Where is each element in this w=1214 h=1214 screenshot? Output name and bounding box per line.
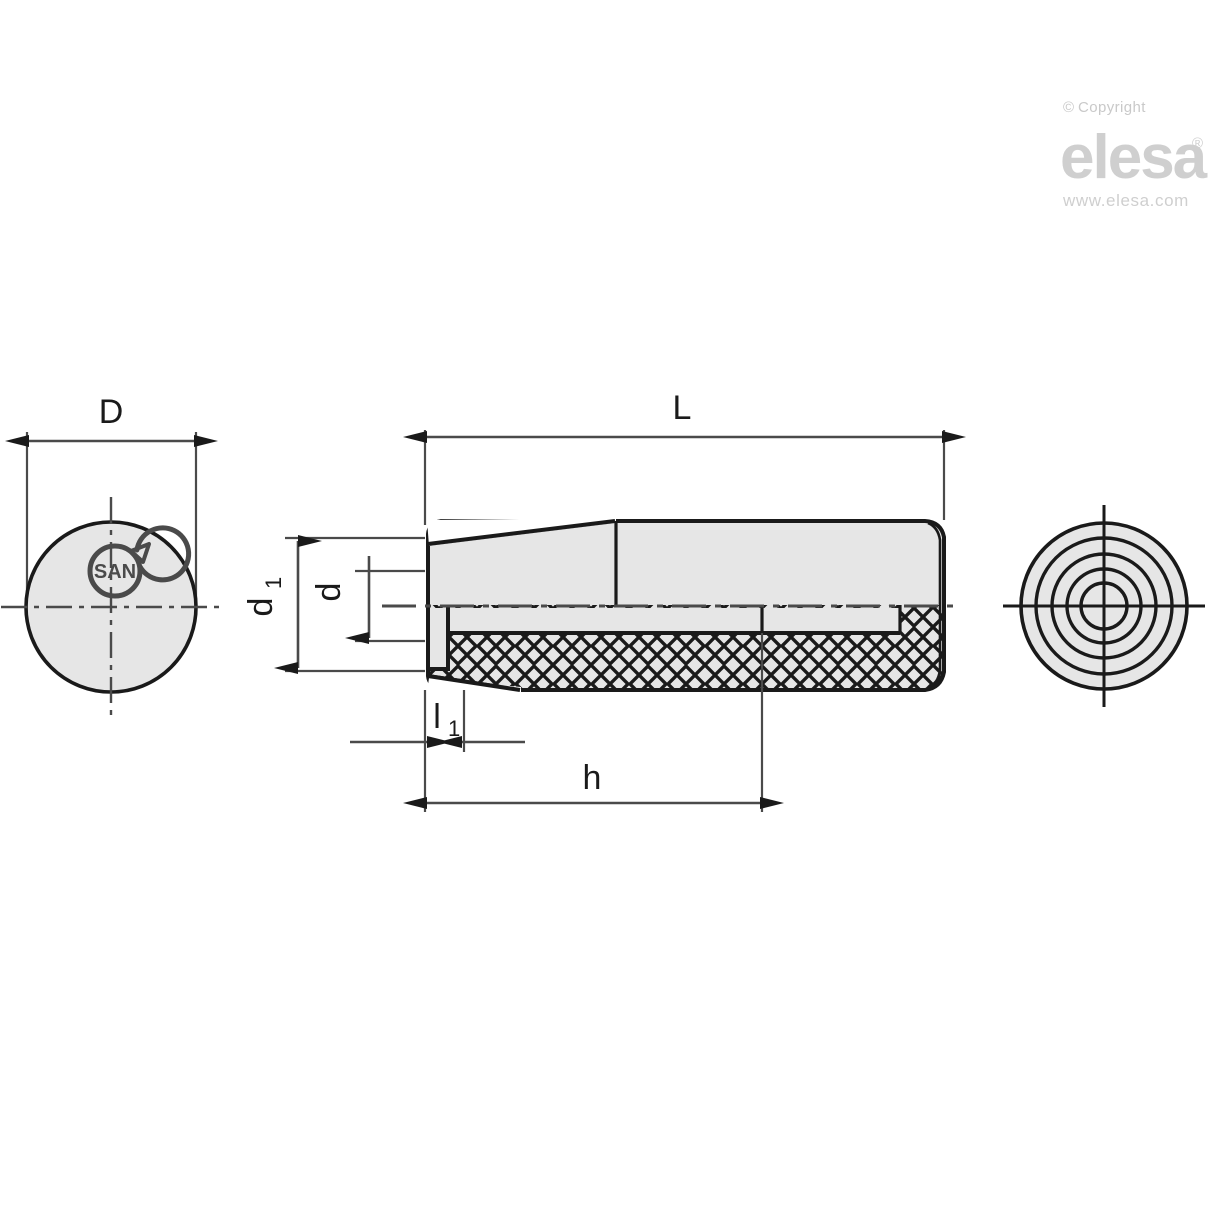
elesa-brand-watermark: © Copyright elesa ® www.elesa.com — [1060, 99, 1210, 210]
knob-body-upper-fill — [428, 521, 944, 605]
knob-taper-top-edge-redraw — [427, 519, 616, 546]
bore-cavity-fill — [430, 608, 762, 668]
side-section-view: L — [242, 389, 966, 812]
registered-mark: ® — [1192, 135, 1203, 152]
copyright-label: Copyright — [1078, 99, 1146, 116]
san-circle-outline — [87, 543, 143, 599]
right-end-view — [1003, 505, 1205, 707]
dimension-label-L: L — [673, 389, 692, 427]
bore-geometry — [429, 605, 902, 671]
left-end-view: D SAN — [1, 393, 221, 717]
dimension-label-l1: l — [433, 698, 441, 736]
knob-taper-bottom-edge-redraw — [427, 674, 521, 692]
dimension-label-d: d — [310, 583, 348, 602]
bore-cavity-fill-right — [762, 608, 900, 632]
san-material-label: SAN — [94, 561, 136, 583]
copyright-symbol: © — [1063, 99, 1074, 116]
dimension-label-d1-subscript: 1 — [261, 577, 286, 589]
dimension-label-D: D — [99, 393, 124, 431]
dimension-label-d-group: d — [310, 583, 348, 602]
recycling-arrow-circle-icon — [134, 525, 192, 583]
san-material-symbol: SAN — [87, 525, 192, 599]
dimension-label-d1: d — [242, 598, 280, 617]
recycling-arrowhead-icon — [129, 542, 151, 564]
elesa-wordmark: elesa — [1060, 123, 1208, 192]
dimension-label-l1-subscript: 1 — [448, 716, 460, 741]
dimension-label-d1-group: d 1 — [242, 577, 286, 617]
website-url: www.elesa.com — [1062, 191, 1189, 210]
knob-end-wall-line — [927, 521, 942, 690]
dimension-label-h: h — [583, 759, 602, 797]
